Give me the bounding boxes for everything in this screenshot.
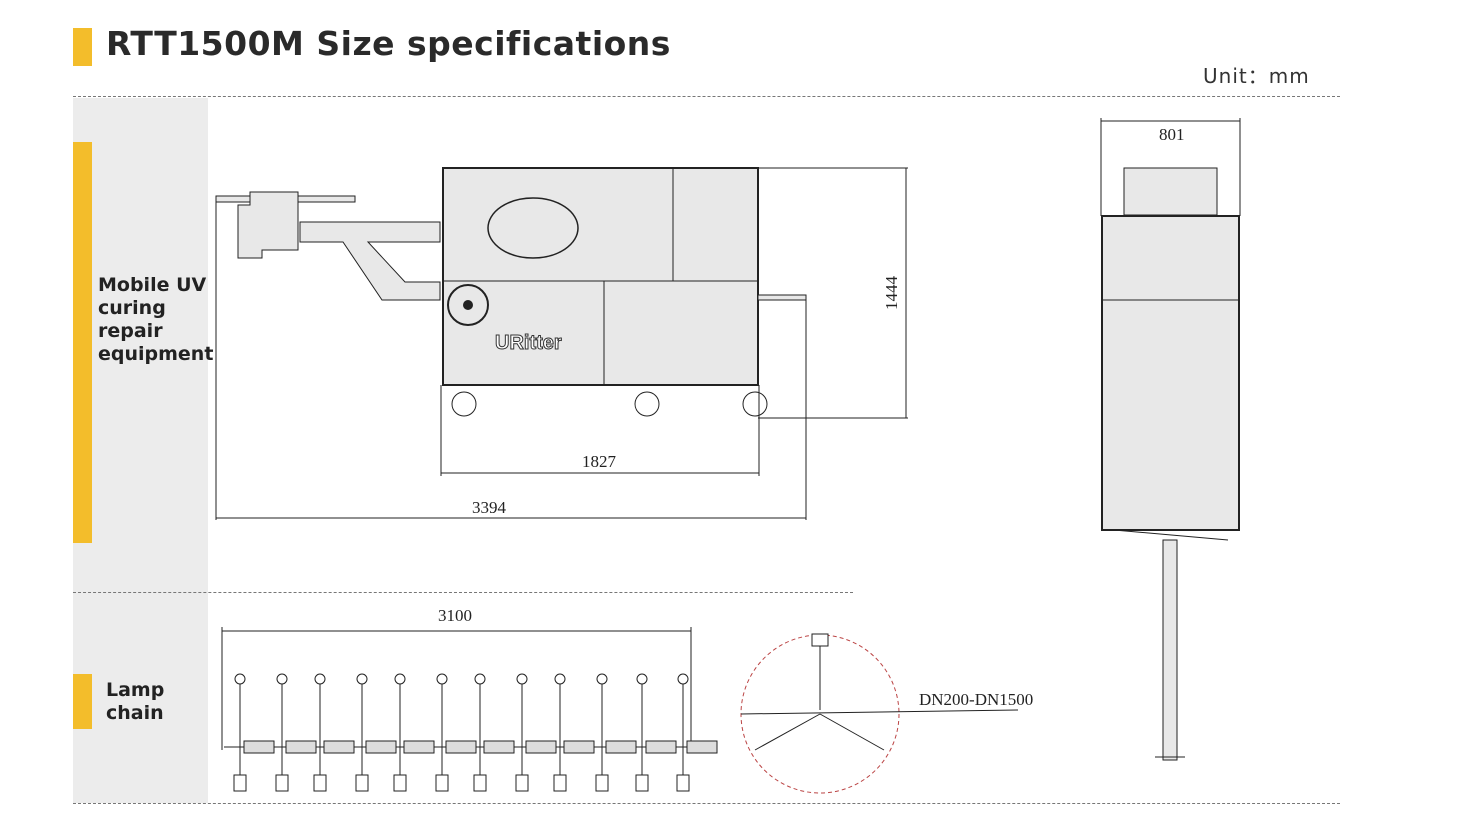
brand-logo: URitter bbox=[495, 332, 562, 354]
lamp-chain-drawing: 3100 bbox=[221, 606, 718, 792]
dim-height: 1444 bbox=[882, 276, 901, 311]
label-line: chain bbox=[106, 702, 164, 724]
dim-chain-length: 3100 bbox=[438, 606, 472, 625]
lamp-unit bbox=[393, 673, 435, 792]
top-view-drawing: 801 bbox=[1100, 118, 1241, 761]
section-accent-bar bbox=[73, 674, 92, 729]
dim-overall-length: 3394 bbox=[472, 498, 507, 517]
divider-top bbox=[73, 96, 1340, 97]
lamp-unit bbox=[553, 673, 595, 792]
lamp-unit bbox=[435, 673, 477, 792]
section-label-equipment: Mobile UV curing repair equipment bbox=[98, 274, 213, 366]
divider-middle bbox=[73, 592, 853, 593]
lamp-unit bbox=[313, 673, 355, 792]
label-line: Lamp bbox=[106, 679, 165, 701]
lamp-unit bbox=[595, 673, 637, 792]
label-line: Mobile UV bbox=[98, 274, 207, 296]
unit-label: Unit：mm bbox=[1203, 64, 1310, 88]
pipe-section-drawing: DN200-DN1500 bbox=[740, 633, 1033, 794]
sidebar-background bbox=[73, 98, 208, 803]
lamp-unit bbox=[233, 673, 275, 792]
lamp-unit bbox=[515, 673, 557, 792]
lamp-unit bbox=[676, 673, 718, 792]
lamp-unit bbox=[635, 673, 677, 792]
divider-bottom bbox=[73, 803, 1340, 804]
lamp-unit bbox=[473, 673, 515, 792]
page-title: RTT1500M Size specifications bbox=[106, 24, 671, 63]
label-line: repair bbox=[98, 320, 163, 342]
section-accent-bar bbox=[73, 142, 92, 543]
lamp-unit bbox=[275, 673, 317, 792]
dim-width: 801 bbox=[1159, 125, 1185, 144]
section-label-lamp-chain: Lamp chain bbox=[106, 679, 164, 725]
side-view-drawing: URitter 3394 1827 1444 bbox=[215, 167, 908, 520]
label-line: curing bbox=[98, 297, 166, 319]
lamp-unit bbox=[355, 673, 397, 792]
dim-pipe-range: DN200-DN1500 bbox=[919, 690, 1033, 709]
title-accent-bar bbox=[73, 28, 92, 66]
label-line: equipment bbox=[98, 343, 214, 365]
dim-body-length: 1827 bbox=[582, 452, 617, 471]
